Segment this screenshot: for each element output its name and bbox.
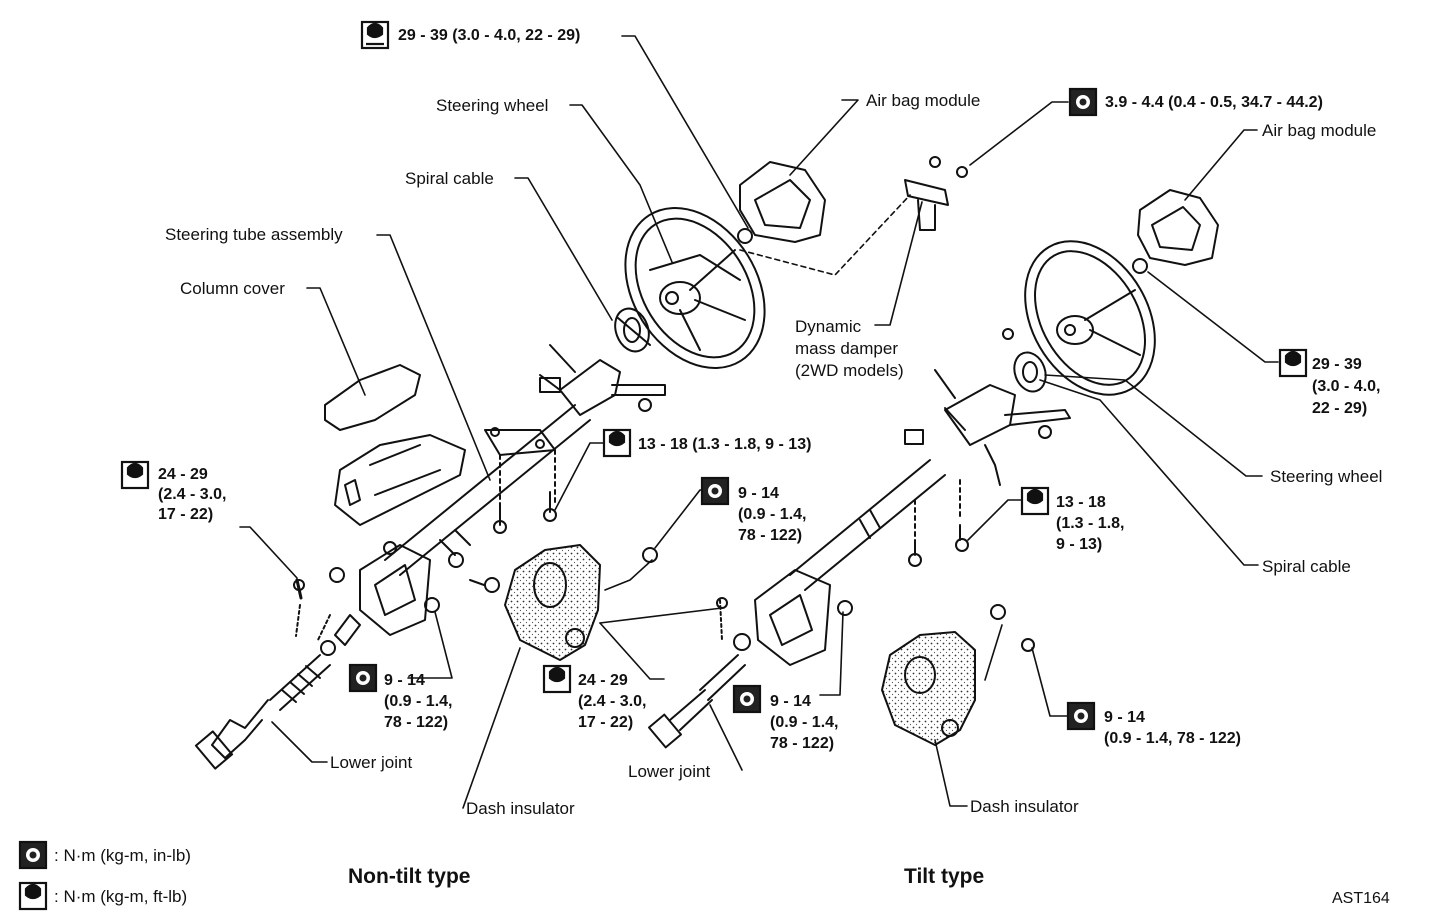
- torque-line: 22 - 29): [1312, 400, 1368, 417]
- legend-in-lb: : N·m (kg-m, in-lb): [54, 846, 191, 865]
- combination-switch-right: [904, 369, 1071, 486]
- torque-wrench-in-lb-icon: [18, 840, 48, 870]
- torque-wrench-in-lb-icon: [732, 684, 762, 714]
- torque-icons: [18, 20, 1308, 911]
- damper-line-2: mass damper: [795, 339, 898, 358]
- spiral-cable-left: [614, 307, 651, 353]
- tilt-assembly: [647, 189, 1219, 749]
- lower-bracket-right: [733, 569, 853, 666]
- label-steering-wheel-left: Steering wheel: [436, 96, 549, 115]
- dynamic-damper: [904, 156, 968, 231]
- torque-spec-right-29: 29 - 39 (3.0 - 4.0, 22 - 29): [1312, 354, 1380, 420]
- air-bag-module-left: [737, 161, 826, 244]
- torque-wrench-ft-lb-icon: [542, 664, 572, 694]
- torque-line: 29 - 39: [1312, 356, 1362, 373]
- torque-wrench-ft-lb-icon: [1278, 348, 1308, 378]
- torque-line: (0.9 - 1.4,: [384, 693, 453, 710]
- label-lower-joint-left: Lower joint: [330, 753, 413, 772]
- torque-line: (3.0 - 4.0,: [1312, 378, 1381, 395]
- torque-line: (0.9 - 1.4,: [770, 714, 839, 731]
- torque-spec-steering-wheel-nut: 29 - 39 (3.0 - 4.0, 22 - 29): [398, 26, 580, 45]
- torque-line: 17 - 22): [158, 506, 214, 523]
- torque-line: (2.4 - 3.0,: [578, 693, 647, 710]
- torque-spec-right-13: 13 - 18 (1.3 - 1.8, 9 - 13): [1056, 492, 1124, 555]
- torque-wrench-in-lb-icon: [1068, 87, 1098, 117]
- steering-wheel-right: [1024, 240, 1156, 396]
- torque-wrench-ft-lb-icon: [602, 428, 632, 458]
- lower-bracket-left: [329, 541, 464, 636]
- torque-line: (0.9 - 1.4,: [738, 506, 807, 523]
- combination-switch-left: [539, 344, 666, 416]
- leader-lines: [239, 35, 1279, 809]
- label-dash-insulator-right: Dash insulator: [970, 797, 1079, 816]
- damper-line-1: Dynamic: [795, 317, 862, 336]
- torque-wrench-ft-lb-icon: [120, 460, 150, 490]
- label-lower-joint-right: Lower joint: [628, 762, 711, 781]
- torque-line: 13 - 18 (1.3 - 1.8, 9 - 13): [638, 436, 812, 453]
- torque-wrench-ft-lb-icon: [360, 20, 390, 50]
- bolts-left: [493, 491, 557, 534]
- torque-line: 9 - 13): [1056, 536, 1103, 553]
- label-air-bag-module-right: Air bag module: [1262, 121, 1377, 140]
- torque-spec-left-low-9: 9 - 14 (0.9 - 1.4, 78 - 122): [384, 670, 452, 733]
- label-spiral-cable-left: Spiral cable: [405, 169, 494, 188]
- torque-spec-center-9: 9 - 14 (0.9 - 1.4, 78 - 122): [770, 691, 838, 754]
- torque-line: 78 - 122): [738, 527, 803, 544]
- title-non-tilt-type: Non-tilt type: [348, 865, 471, 888]
- label-air-bag-module-left: Air bag module: [866, 91, 981, 110]
- label-steering-tube-assembly: Steering tube assembly: [165, 225, 343, 244]
- torque-spec-right-9: 9 - 14 (0.9 - 1.4, 78 - 122): [1104, 707, 1241, 749]
- damper-line-3: (2WD models): [795, 361, 904, 380]
- column-cover-left: [324, 364, 466, 526]
- steering-tube-left: [384, 404, 591, 576]
- torque-spec-left-24: 24 - 29 (2.4 - 3.0, 17 - 22): [158, 465, 226, 525]
- legend-ft-lb: : N·m (kg-m, ft-lb): [54, 887, 188, 906]
- torque-wrench-ft-lb-icon: [18, 881, 48, 911]
- torque-wrench-in-lb-icon: [1066, 701, 1096, 731]
- torque-spec-left-13: 13 - 18 (1.3 - 1.8, 9 - 13): [638, 435, 811, 454]
- lower-joint-right: [647, 597, 746, 749]
- figure-code: AST164: [1332, 890, 1390, 907]
- torque-wrench-ft-lb-icon: [1020, 486, 1050, 516]
- torque-line: (2.4 - 3.0,: [158, 486, 227, 503]
- torque-line: 13 - 18: [1056, 494, 1106, 511]
- air-bag-module-right: [1132, 189, 1219, 274]
- lower-joint-left: [194, 578, 361, 770]
- torque-line: (1.3 - 1.8,: [1056, 515, 1125, 532]
- torque-line: 3.9 - 4.4 (0.4 - 0.5, 34.7 - 44.2): [1105, 94, 1323, 111]
- torque-wrench-in-lb-icon: [348, 663, 378, 693]
- dash-insulator-right: [881, 604, 1035, 746]
- torque-line: 24 - 29: [578, 672, 628, 689]
- torque-line: (0.9 - 1.4, 78 - 122): [1104, 730, 1241, 747]
- steering-wheel-left: [624, 207, 766, 369]
- title-tilt-type: Tilt type: [904, 865, 985, 888]
- torque-line: 9 - 14: [384, 672, 425, 689]
- spiral-cable-right: [1002, 328, 1047, 393]
- torque-wrench-in-lb-icon: [700, 476, 730, 506]
- torque-line: 9 - 14: [770, 693, 811, 710]
- torque-spec-damper: 3.9 - 4.4 (0.4 - 0.5, 34.7 - 44.2): [1105, 93, 1323, 112]
- torque-line: 29 - 39 (3.0 - 4.0, 22 - 29): [398, 27, 581, 44]
- torque-line: 78 - 122): [770, 735, 835, 752]
- torque-spec-left-mid-9: 9 - 14 (0.9 - 1.4, 78 - 122): [738, 483, 806, 546]
- label-spiral-cable-right: Spiral cable: [1262, 557, 1351, 576]
- torque-line: 78 - 122): [384, 714, 449, 731]
- torque-spec-mid-24: 24 - 29 (2.4 - 3.0, 17 - 22): [578, 670, 646, 733]
- torque-line: 24 - 29: [158, 466, 208, 483]
- label-column-cover: Column cover: [180, 279, 285, 298]
- torque-line: 17 - 22): [578, 714, 634, 731]
- torque-line: 9 - 14: [738, 485, 779, 502]
- non-tilt-assembly: [194, 156, 968, 770]
- label-dynamic-mass-damper: Dynamic mass damper (2WD models): [795, 316, 904, 382]
- torque-line: 9 - 14: [1104, 709, 1145, 726]
- label-dash-insulator-left: Dash insulator: [466, 799, 575, 818]
- label-steering-wheel-right: Steering wheel: [1270, 467, 1383, 486]
- dash-insulator-left: [469, 544, 658, 661]
- steering-tube-right: [789, 459, 969, 591]
